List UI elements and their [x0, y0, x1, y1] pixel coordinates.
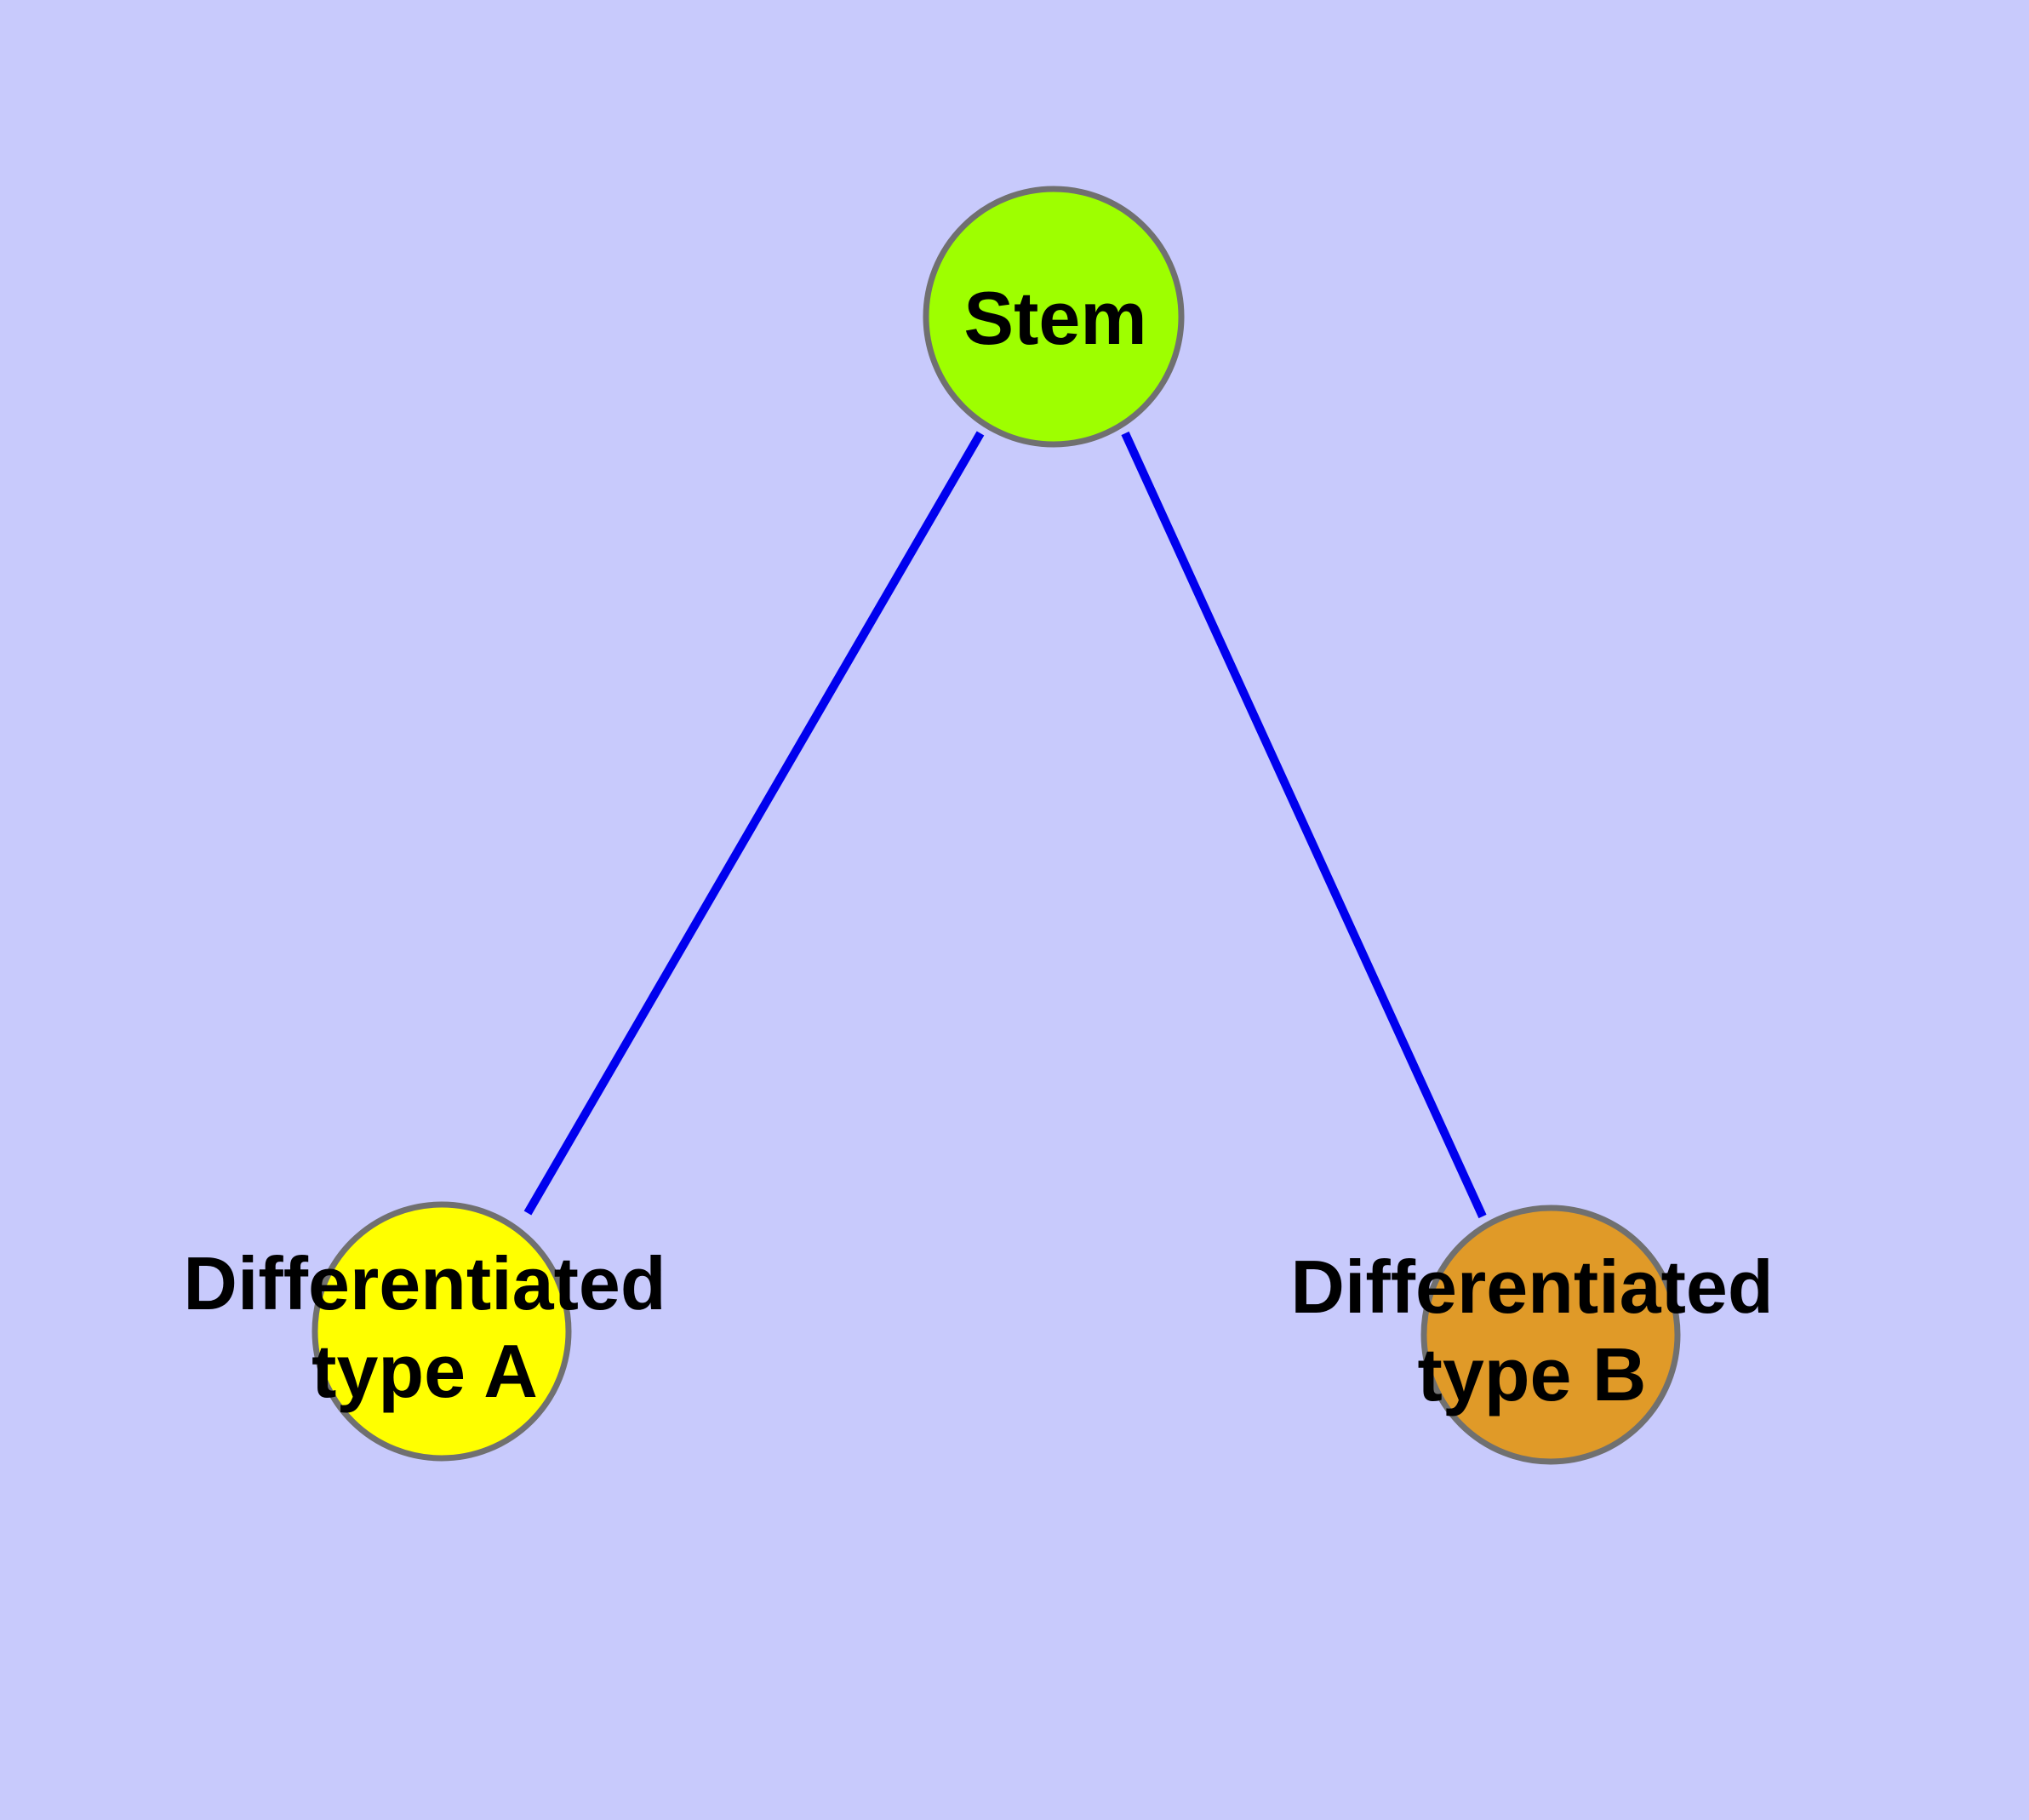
node-differentiated-type-a[interactable] — [311, 1201, 572, 1462]
node-type-b-circle[interactable] — [1420, 1205, 1681, 1465]
edge-layer — [523, 431, 1487, 1219]
node-stem-circle[interactable] — [923, 186, 1185, 448]
edge-stem-to-type-b[interactable] — [1121, 431, 1487, 1219]
edge-stem-to-type-a[interactable] — [523, 431, 985, 1216]
node-type-a-circle[interactable] — [311, 1201, 572, 1462]
node-differentiated-type-b[interactable] — [1420, 1205, 1681, 1465]
node-stem[interactable] — [923, 186, 1185, 448]
label-line: Differentiated — [1290, 1245, 1773, 1329]
label-line: type B — [1418, 1332, 1647, 1417]
label-line: Differentiated — [183, 1241, 666, 1325]
node-stem-label: Stem — [963, 276, 1146, 360]
label-line: type A — [311, 1329, 538, 1413]
label-line: Stem — [963, 276, 1146, 360]
